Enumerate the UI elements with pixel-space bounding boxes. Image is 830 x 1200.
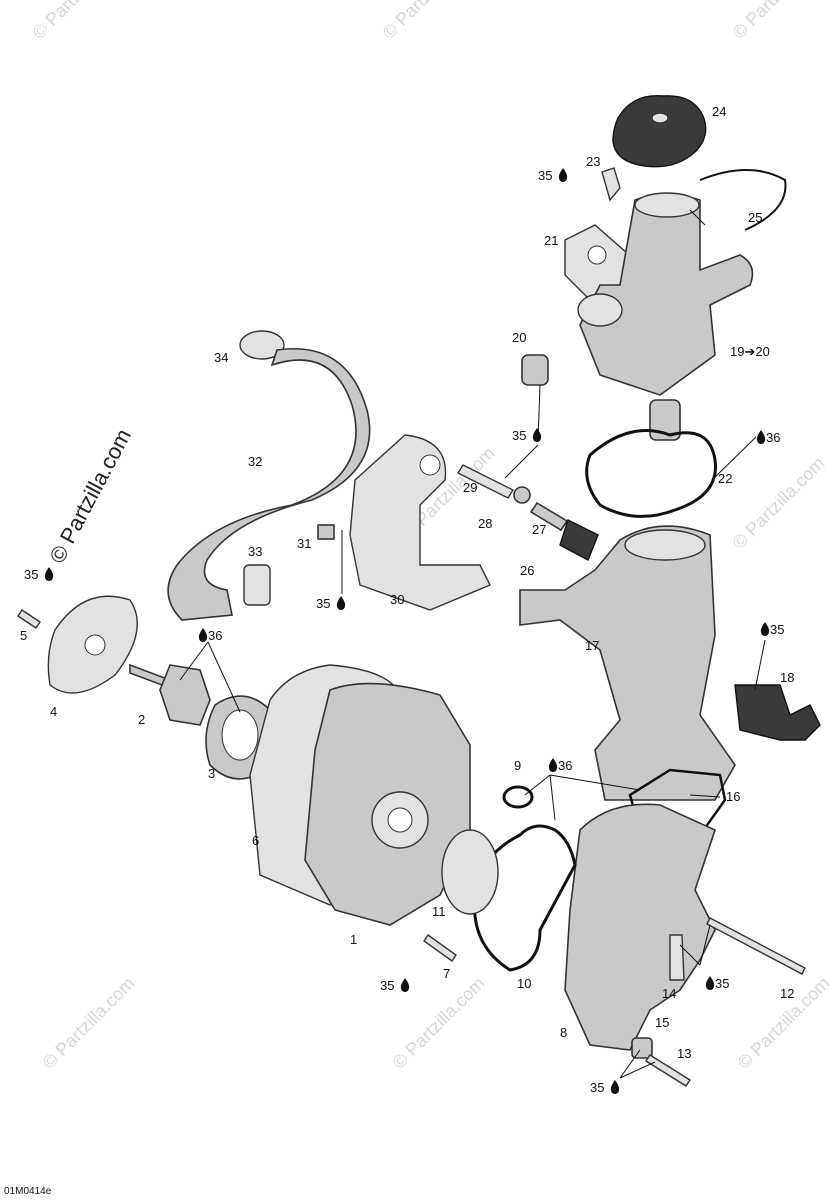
callout-15: 15 xyxy=(655,1015,669,1030)
callout-36-a: 36 xyxy=(766,430,780,445)
part-30-bracket-hole xyxy=(419,454,441,476)
part-30-bracket xyxy=(349,434,491,611)
part-8-housing-lower xyxy=(564,803,716,1051)
part-31-bolt xyxy=(317,524,335,540)
part-11-screen xyxy=(441,829,499,915)
oil-drop-icon xyxy=(44,567,54,581)
oil-drop-icon xyxy=(610,1080,620,1094)
watermark-bottom-left: © Partzilla.com xyxy=(39,973,139,1073)
oil-drop-icon xyxy=(705,976,715,990)
oil-drop-icon xyxy=(756,430,766,444)
watermark-mid-right: © Partzilla.com xyxy=(729,453,829,553)
callout-12: 12 xyxy=(780,986,794,1001)
callout-22: 22 xyxy=(718,471,732,486)
part-28-washer xyxy=(513,486,531,504)
part-18-sensor xyxy=(734,684,821,741)
callout-9: 9 xyxy=(514,758,521,773)
callout-36-b: 36 xyxy=(208,628,222,643)
watermark-vertical: © Partzilla.com xyxy=(44,425,136,568)
callout-25: 25 xyxy=(748,210,762,225)
callout-7: 7 xyxy=(443,966,450,981)
part-32-hose xyxy=(167,348,371,621)
callout-17: 17 xyxy=(585,638,599,653)
diagram-code: 01M0414e xyxy=(4,1186,52,1197)
oil-drop-icons xyxy=(44,168,770,1094)
callout-2: 2 xyxy=(138,712,145,727)
callout-35-g: 35 xyxy=(715,976,729,991)
callout-6: 6 xyxy=(252,833,259,848)
callout-5: 5 xyxy=(20,628,27,643)
callout-29: 29 xyxy=(463,480,477,495)
callout-35-f: 35 xyxy=(380,978,394,993)
callout-34: 34 xyxy=(214,350,228,365)
callout-35-c: 35 xyxy=(24,567,38,582)
callout-21: 21 xyxy=(544,233,558,248)
part-17-pump-housing-top xyxy=(624,529,706,561)
callout-32: 32 xyxy=(248,454,262,469)
part-9-oring xyxy=(502,785,534,809)
callout-35-b: 35 xyxy=(512,428,526,443)
part-25-clamp xyxy=(699,169,787,231)
oil-drop-icon xyxy=(400,978,410,992)
callout-19-20: 19➔20 xyxy=(730,344,770,359)
callout-16: 16 xyxy=(726,789,740,804)
oil-drop-icon xyxy=(558,168,568,182)
callout-24: 24 xyxy=(712,104,726,119)
part-19-thermostat-housing xyxy=(577,192,754,441)
callout-3: 3 xyxy=(208,766,215,781)
watermark-top-mid: © Partzilla.com xyxy=(379,0,479,43)
oil-drop-icon xyxy=(198,628,208,642)
part-17-pump-housing xyxy=(519,525,736,801)
part-7-bolt xyxy=(423,934,457,962)
part-13-bolt xyxy=(645,1054,691,1087)
callout-35-h: 35 xyxy=(590,1080,604,1095)
callout-8: 8 xyxy=(560,1025,567,1040)
callout-28: 28 xyxy=(478,516,492,531)
callout-23: 23 xyxy=(586,154,600,169)
part-15-sleeve xyxy=(631,1037,653,1059)
part-2-rotor xyxy=(159,664,211,726)
callout-35-e: 35 xyxy=(770,622,784,637)
callout-36-c: 36 xyxy=(558,758,572,773)
part-21-gasket xyxy=(564,224,636,301)
part-5-bolt xyxy=(17,609,41,629)
watermark-top-right: © Partzilla.com xyxy=(729,0,829,43)
callout-26: 26 xyxy=(520,563,534,578)
part-12-long-bolt xyxy=(706,917,806,975)
callout-1: 1 xyxy=(350,932,357,947)
callout-20: 20 xyxy=(512,330,526,345)
part-14-fitting xyxy=(669,934,685,981)
part-27-pin xyxy=(529,501,569,532)
part-34-clamp xyxy=(239,330,285,360)
part-33-clamp xyxy=(243,564,271,606)
callout-35-d: 35 xyxy=(316,596,330,611)
callout-labels: 24 23 35 25 21 20 19➔20 34 35 36 32 22 2… xyxy=(20,104,794,1095)
oil-drop-icon xyxy=(760,622,770,636)
part-20-sleeve xyxy=(521,354,549,386)
watermark-top-left: © Partzilla.com xyxy=(29,0,129,43)
callout-33: 33 xyxy=(248,544,262,559)
part-24-cap xyxy=(612,94,707,168)
callout-14: 14 xyxy=(662,986,676,1001)
part-1-pump-cover xyxy=(304,682,471,926)
callout-27: 27 xyxy=(532,522,546,537)
part-26-sleeve xyxy=(559,519,599,561)
callout-10: 10 xyxy=(517,976,531,991)
oil-drop-icon xyxy=(336,596,346,610)
part-23-screw xyxy=(601,167,621,202)
callout-30: 30 xyxy=(390,592,404,607)
callout-4: 4 xyxy=(50,704,57,719)
callout-11: 11 xyxy=(432,904,446,919)
part-22-oring xyxy=(585,429,717,518)
callout-31: 31 xyxy=(297,536,311,551)
part-4-plate-hole xyxy=(84,634,106,656)
oil-drop-icon xyxy=(532,428,542,442)
callout-18: 18 xyxy=(780,670,794,685)
callout-13: 13 xyxy=(677,1046,691,1061)
oil-drop-icon xyxy=(548,758,558,772)
part-29-bolt xyxy=(456,464,515,499)
callout-35-a: 35 xyxy=(538,168,552,183)
leader-lines xyxy=(179,209,766,1079)
